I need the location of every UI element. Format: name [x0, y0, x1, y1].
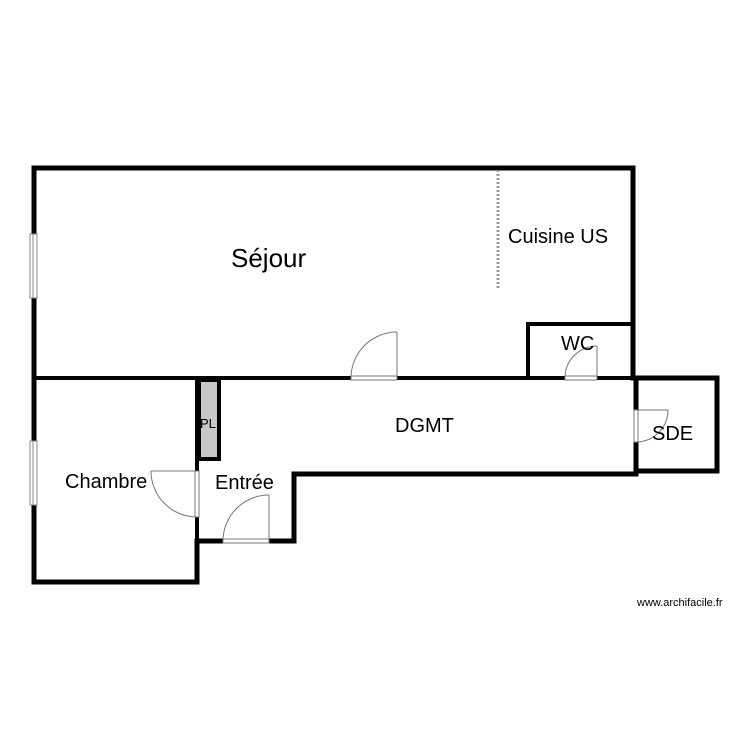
room-labels: Séjour Cuisine US WC DGMT SDE Chambre En… [65, 226, 693, 494]
doors [150, 331, 669, 544]
wall-north-west-outline [31, 165, 636, 381]
interior-walls [32, 322, 638, 543]
door-entree [222, 494, 270, 544]
room-label-wc: WC [561, 333, 594, 355]
windows [29, 233, 38, 506]
door-sde [633, 409, 669, 443]
room-label-sde: SDE [652, 423, 693, 445]
room-label-sejour: Séjour [231, 243, 306, 273]
room-label-cuisine: Cuisine US [508, 226, 608, 248]
exterior-walls [31, 165, 720, 585]
door-sejour [350, 331, 398, 381]
placard-cabinet [197, 378, 221, 461]
room-label-entree: Entrée [215, 472, 274, 494]
room-label-dgmt: DGMT [395, 415, 454, 437]
room-label-chambre: Chambre [65, 471, 147, 493]
door-wc [564, 345, 598, 381]
door-chambre [150, 470, 200, 518]
archifacile-credit: www.archifacile.fr [636, 597, 723, 609]
room-label-placard: PL [200, 416, 216, 431]
wall-wc [526, 322, 635, 380]
